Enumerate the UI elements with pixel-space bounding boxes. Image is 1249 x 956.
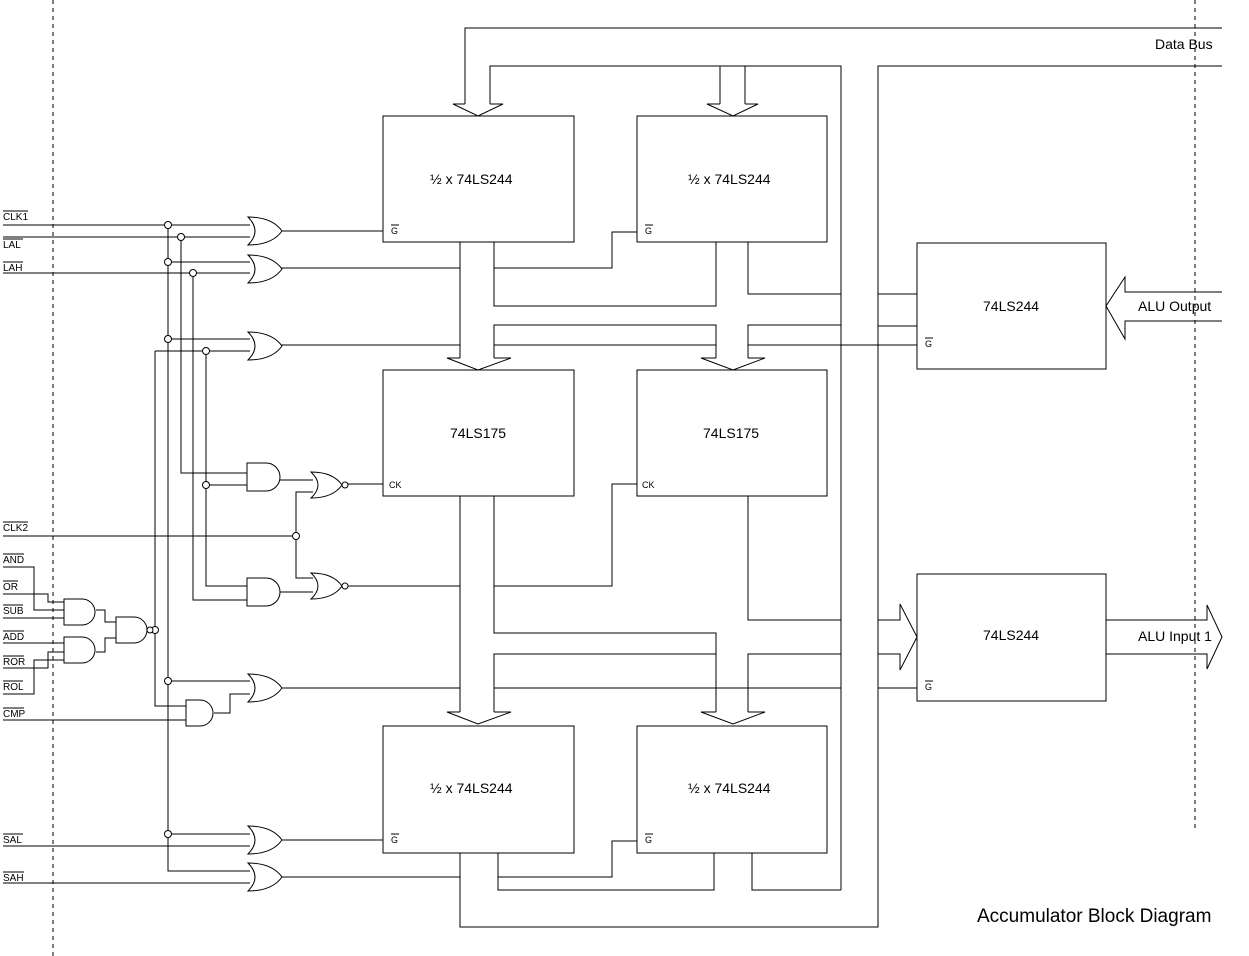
nor-bubble xyxy=(341,481,349,489)
junction-dots xyxy=(151,221,300,838)
alu-input-buffer xyxy=(916,573,1107,702)
or-gate-register-enable xyxy=(246,331,283,361)
register-left xyxy=(382,369,575,497)
and-gate-op-bottom xyxy=(63,636,96,664)
nor-gate-right-clock xyxy=(309,572,343,600)
signal-lah: LAH xyxy=(3,263,22,274)
alu-input-buffer-label: 74LS244 xyxy=(983,627,1039,643)
data-bus xyxy=(452,27,1222,928)
alu-output-arrow xyxy=(1105,275,1222,341)
register-right-ck-pin: CK xyxy=(642,480,655,490)
data-bus-label: Data Bus xyxy=(1155,36,1213,52)
alu-input-in-arrow xyxy=(878,603,918,671)
input-buffer-right xyxy=(636,115,828,243)
signal-clk2: CLK2 xyxy=(3,523,28,534)
and-gate-op-combine xyxy=(115,616,148,644)
or-gate-clk1-lal xyxy=(246,216,283,246)
output-buffer-right-g-pin: G xyxy=(645,835,652,845)
or-gate-lah xyxy=(246,254,283,284)
nor-bubble xyxy=(341,582,349,590)
or-gate-sah xyxy=(246,862,283,892)
and-gate-op-top xyxy=(63,598,96,626)
register-right xyxy=(636,369,828,497)
diagram-title: Accumulator Block Diagram xyxy=(977,906,1211,927)
input-buffer-left-g-pin: G xyxy=(391,226,398,236)
and-gate-cmp xyxy=(185,699,214,727)
register-left-ck-pin: CK xyxy=(389,480,402,490)
signal-add: ADD xyxy=(3,632,24,643)
signal-sal: SAL xyxy=(3,835,22,846)
alu-input-1-label: ALU Input 1 xyxy=(1138,628,1212,644)
nand-bubble xyxy=(146,626,154,634)
output-buffer-right-label: ½ x 74LS244 xyxy=(688,780,771,796)
output-buffer-left-label: ½ x 74LS244 xyxy=(430,780,513,796)
signal-rol: ROL xyxy=(3,682,24,693)
signal-and: AND xyxy=(3,555,24,566)
control-internal-wires xyxy=(3,225,460,878)
register-left-label: 74LS175 xyxy=(450,425,506,441)
output-buffer-left xyxy=(382,725,575,854)
control-input-wires xyxy=(3,224,296,884)
signal-sah: SAH xyxy=(3,873,24,884)
or-gate-sal xyxy=(246,825,283,855)
input-buffer-left-label: ½ x 74LS244 xyxy=(430,171,513,187)
alu-input-buffer-g-pin: G xyxy=(925,682,932,692)
output-buffer-right xyxy=(636,725,828,854)
and-gate-right-clock xyxy=(246,577,281,607)
input-buffer-right-label: ½ x 74LS244 xyxy=(688,171,771,187)
signal-ror: ROR xyxy=(3,657,25,668)
input-buffer-left xyxy=(382,115,575,243)
nor-gate-left-clock xyxy=(309,471,343,499)
and-gate-left-clock xyxy=(246,462,281,492)
signal-cmp: CMP xyxy=(3,709,26,720)
signal-lal: LAL xyxy=(3,240,21,251)
alu-input-out-arrow xyxy=(1106,604,1223,670)
input-buffer-right-g-pin: G xyxy=(645,226,652,236)
input-to-register-buses xyxy=(446,231,841,371)
signal-or: OR xyxy=(3,582,18,593)
or-gate-alu-input xyxy=(246,673,283,703)
alu-output-label: ALU Output xyxy=(1138,298,1211,314)
signal-sub: SUB xyxy=(3,606,24,617)
register-right-label: 74LS175 xyxy=(703,425,759,441)
alu-output-buffer-label: 74LS244 xyxy=(983,298,1039,314)
output-buffer-buses xyxy=(497,840,841,891)
alu-output-buffer-g-pin: G xyxy=(925,339,932,349)
register-output-buses xyxy=(446,483,841,725)
signal-clk1: CLK1 xyxy=(3,212,28,223)
output-buffer-left-g-pin: G xyxy=(391,835,398,845)
